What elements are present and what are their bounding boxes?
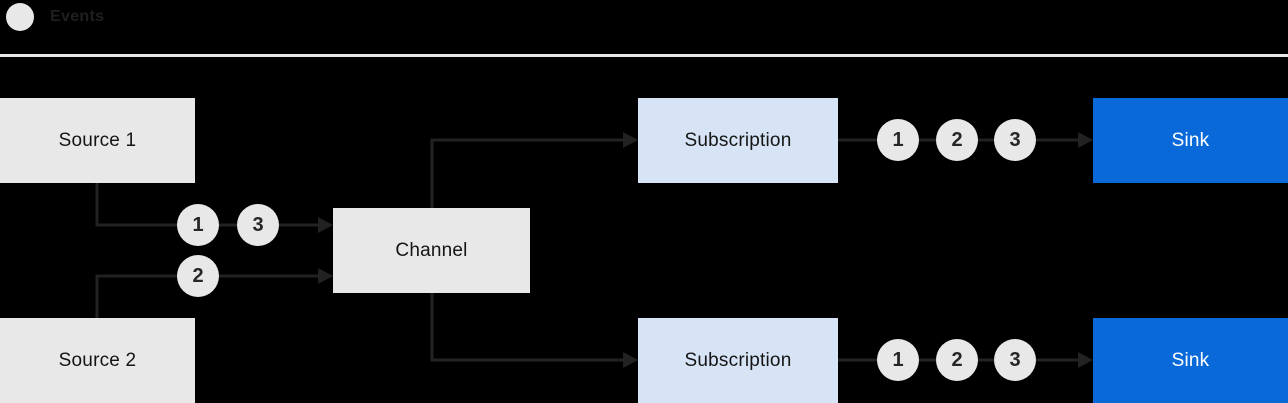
legend: Events <box>6 3 104 31</box>
channel-label: Channel <box>395 239 468 261</box>
source-2-label: Source 2 <box>58 349 137 371</box>
source-1-label: Source 1 <box>58 129 137 151</box>
subscription-bottom-label: Subscription <box>684 349 792 371</box>
event-marker: 2 <box>936 119 978 161</box>
event-marker: 1 <box>877 119 919 161</box>
connector-channel-to-subscription-top <box>430 132 638 208</box>
channel-node: Channel <box>333 208 530 293</box>
legend-label: Events <box>50 8 105 25</box>
connector-channel-to-subscription-bottom <box>430 293 638 368</box>
subscription-top-node: Subscription <box>638 98 838 183</box>
sink-bottom-node: Sink <box>1093 318 1288 403</box>
event-marker: 3 <box>994 119 1036 161</box>
connector-source2-to-channel <box>95 268 333 318</box>
source-1-node: Source 1 <box>0 98 195 183</box>
subscription-bottom-node: Subscription <box>638 318 838 403</box>
event-marker: 3 <box>994 339 1036 381</box>
event-marker: 2 <box>177 255 219 297</box>
source-2-node: Source 2 <box>0 318 195 403</box>
event-marker: 1 <box>177 204 219 246</box>
event-marker: 3 <box>237 204 279 246</box>
subscription-top-label: Subscription <box>684 129 792 151</box>
sink-top-label: Sink <box>1171 129 1210 151</box>
sink-top-node: Sink <box>1093 98 1288 183</box>
sink-bottom-label: Sink <box>1171 349 1210 371</box>
event-marker: 1 <box>877 339 919 381</box>
event-circle-icon <box>6 3 34 31</box>
legend-divider <box>0 54 1288 57</box>
event-marker: 2 <box>936 339 978 381</box>
